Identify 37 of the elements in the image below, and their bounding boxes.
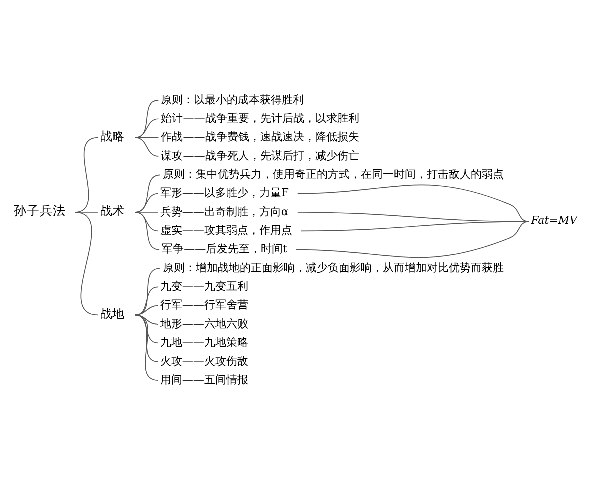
node-text: 作战——战争费钱，速战速决，降低损失 [161,130,360,144]
node-text: 火攻——火攻伤敌 [160,354,248,368]
node-text: 原则：集中优势兵力，使用奇正的方式，在同一时间，打击敌人的弱点 [162,168,504,181]
node-text: 战地 [100,306,125,320]
node-text: 孙子兵法 [14,204,66,219]
node-text: 军争——后发先至，时间t [162,242,288,256]
node-text: 地形——六地六败 [160,316,248,330]
connector [134,304,159,316]
connector [297,184,530,222]
connector [134,192,159,212]
node-text: Fat=MV [531,213,578,226]
node-text: 原则：增加战地的正面影响，减少负面影响，从而增加对比优势而获胜 [162,260,504,274]
connector [134,314,159,380]
node-text: 虚实——攻其弱点，作用点 [160,224,292,237]
node-text: 九变——九变五利 [160,280,248,293]
connector [134,212,160,250]
node-text: 原则：以最小的成本获得胜利 [161,92,304,106]
node-text: 战术 [100,204,125,218]
connector [134,314,159,362]
connector [134,314,159,344]
node-text: 军形——以多胜少，力量F [160,186,290,200]
connector [134,286,159,316]
connector [134,118,160,138]
connector [134,136,160,156]
node-text: 谋攻——战争死人，先谋后打，减少伤亡 [161,148,360,162]
connector [134,100,160,138]
node-text: 九地——九地策略 [160,336,248,349]
node-text: 用间——五间情报 [160,372,248,386]
connector [134,268,161,316]
node-text: 始计——战争重要，先计后战，以求胜利 [161,112,360,125]
connector [296,220,530,258]
node-text: 战略 [100,129,125,144]
connector [74,212,98,316]
connector [134,174,161,212]
node-text: 行军——行军舍营 [160,298,248,312]
node-text: 兵势——出奇制胜，方向α [160,204,289,218]
connector [134,212,159,232]
